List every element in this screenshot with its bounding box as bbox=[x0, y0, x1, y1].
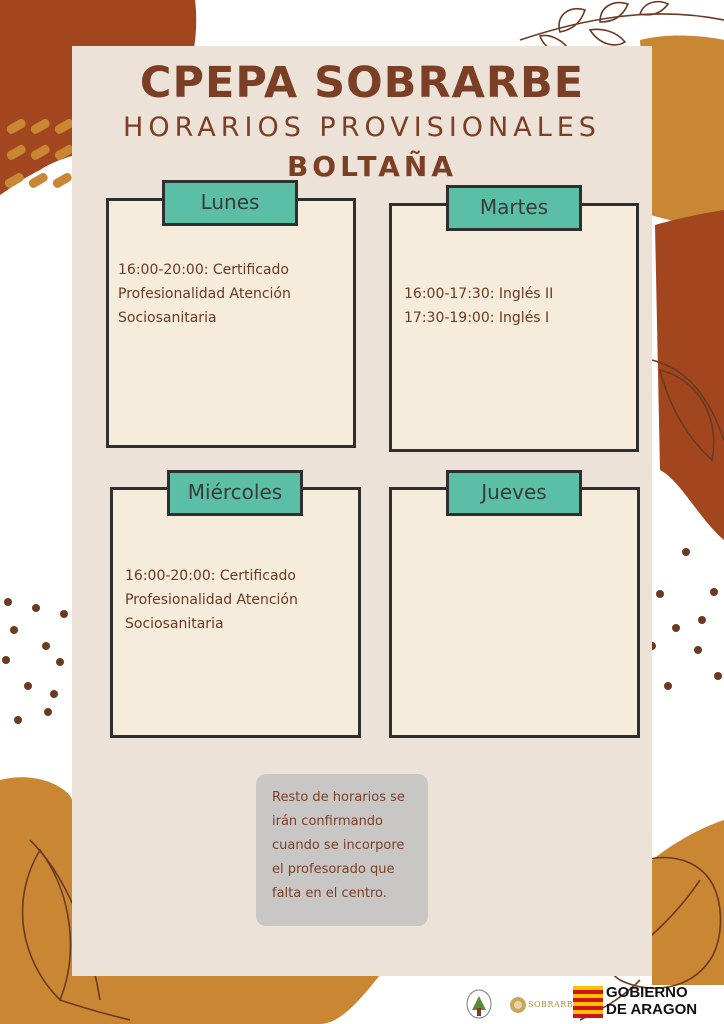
sobrarbe-logo-text: SOBRARBE bbox=[528, 1000, 580, 1009]
gobierno-line-2: DE ARAGON bbox=[606, 1001, 698, 1018]
day-tab-monday: Lunes bbox=[162, 180, 298, 226]
gobierno-aragon-logo: GOBIERNO DE ARAGON bbox=[573, 984, 721, 1020]
day-panel-tuesday bbox=[389, 203, 639, 452]
schedule-line: Profesionalidad Atención bbox=[118, 286, 291, 302]
aragon-flag-icon bbox=[573, 986, 603, 1018]
note-line: cuando se incorpore bbox=[272, 838, 405, 853]
note-text: Resto de horarios se irán confirmando cu… bbox=[272, 786, 422, 906]
day-panel-monday bbox=[106, 198, 356, 448]
page-title: CPEPA SOBRARBE bbox=[139, 58, 585, 108]
schedule-line: Sociosanitaria bbox=[118, 310, 217, 326]
sobrarbe-logo-icon bbox=[510, 997, 526, 1013]
day-tab-wednesday: Miércoles bbox=[167, 470, 303, 516]
schedule-line: 16:00-17:30: Inglés II bbox=[404, 286, 554, 302]
schedule-line: Profesionalidad Atención bbox=[125, 592, 298, 608]
ochre-blob-bottom-right bbox=[652, 820, 724, 985]
day-panel-thursday bbox=[389, 487, 640, 738]
dots-right-icon bbox=[648, 548, 722, 690]
ochre-blob-bottom-left bbox=[0, 777, 72, 1024]
school-crest-icon bbox=[466, 989, 492, 1019]
dots-left-icon bbox=[2, 598, 68, 724]
ochre-blob-right bbox=[640, 35, 724, 227]
schedule-line: 16:00-20:00: Certificado bbox=[125, 568, 296, 584]
tuesday-schedule: 16:00-17:30: Inglés II 17:30-19:00: Ingl… bbox=[404, 282, 553, 330]
note-line: el profesorado que bbox=[272, 862, 395, 877]
wednesday-schedule: 16:00-20:00: Certificado Profesionalidad… bbox=[125, 564, 298, 636]
leaf-right-icon bbox=[651, 359, 724, 462]
day-tab-thursday: Jueves bbox=[446, 470, 582, 516]
rust-blob-right bbox=[655, 210, 724, 540]
schedule-line: Sociosanitaria bbox=[125, 616, 224, 632]
schedule-line: 16:00-20:00: Certificado bbox=[118, 262, 289, 278]
ochre-blob-bottom bbox=[72, 975, 380, 1024]
page-subtitle: HORARIOS PROVISIONALES bbox=[123, 112, 601, 143]
note-line: Resto de horarios se bbox=[272, 790, 405, 805]
dash-pattern-icon bbox=[4, 119, 74, 188]
day-tab-tuesday: Martes bbox=[446, 185, 582, 231]
location-title: BOLTAÑA bbox=[286, 150, 458, 183]
day-panel-wednesday bbox=[110, 487, 361, 738]
note-line: falta en el centro. bbox=[272, 886, 387, 901]
schedule-line: 17:30-19:00: Inglés I bbox=[404, 310, 550, 326]
monday-schedule: 16:00-20:00: Certificado Profesionalidad… bbox=[118, 258, 291, 330]
note-box bbox=[256, 774, 428, 926]
gobierno-line-1: GOBIERNO bbox=[606, 984, 688, 1001]
note-line: irán confirmando bbox=[272, 814, 384, 829]
